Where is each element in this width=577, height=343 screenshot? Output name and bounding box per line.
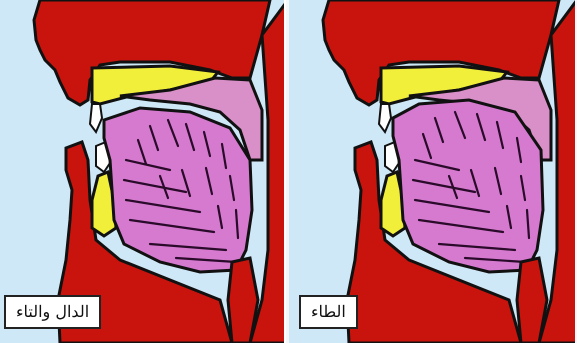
vocal-tract-diagram (289, 0, 575, 343)
diagram-caption: الدال والتاء (4, 295, 101, 329)
diagram-caption: الطاء (299, 295, 358, 329)
diagram-panel-dal-ta: الدال والتاء (0, 0, 286, 343)
diagram-panel-ta-emphatic: الطاء (289, 0, 575, 343)
vocal-tract-diagram (0, 0, 286, 343)
